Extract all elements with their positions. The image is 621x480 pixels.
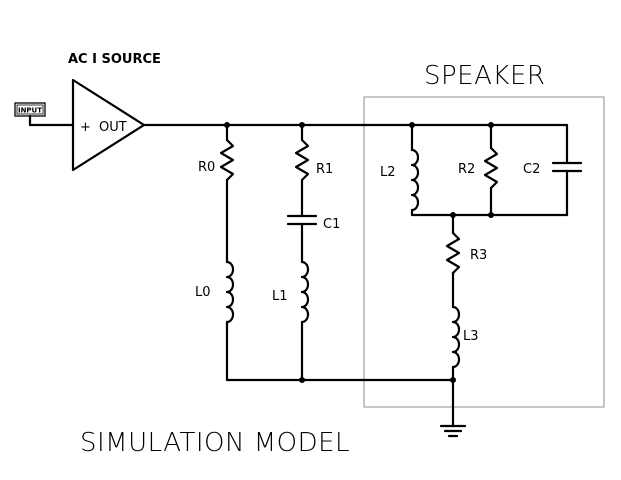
capacitor-c2 xyxy=(551,161,583,173)
label-r3: R3 xyxy=(470,248,487,263)
label-r2: R2 xyxy=(458,162,475,177)
label-l2: L2 xyxy=(380,165,396,180)
source-title: AC I SOURCE xyxy=(68,52,161,67)
speaker-enclosure xyxy=(363,96,605,408)
label-l1: L1 xyxy=(272,289,288,304)
branch-r0-l0: R0 L0 xyxy=(195,123,235,382)
inductor-l3 xyxy=(451,305,461,369)
resistor-r0 xyxy=(219,138,235,182)
label-c1: C1 xyxy=(323,217,340,232)
resistor-r2 xyxy=(483,146,499,190)
source-plus: + xyxy=(80,120,91,135)
inductor-l2 xyxy=(410,148,420,212)
resistor-r1 xyxy=(294,138,310,182)
ground-icon xyxy=(439,378,467,438)
source-out: OUT xyxy=(99,120,127,135)
inductor-l1 xyxy=(300,260,310,324)
speaker-title: SPEAKER xyxy=(424,61,545,91)
speaker-r2: R2 xyxy=(458,123,499,217)
speaker-l2: L2 xyxy=(380,123,420,217)
label-l3: L3 xyxy=(463,329,479,344)
label-r0: R0 xyxy=(198,160,215,175)
ac-source: AC I SOURCE + OUT xyxy=(68,52,161,172)
diagram-title: SIMULATION MODEL xyxy=(80,428,350,458)
input-label: INPUT xyxy=(18,107,42,115)
label-l0: L0 xyxy=(195,285,211,300)
junction-dot xyxy=(299,377,305,383)
label-c2: C2 xyxy=(523,162,540,177)
capacitor-c1 xyxy=(286,214,318,226)
junction-dot xyxy=(488,212,494,218)
input-connector: INPUT xyxy=(14,102,75,127)
speaker-c2: C2 xyxy=(523,123,583,217)
speaker-r3-l3: R3 L3 xyxy=(445,213,487,382)
branch-r1-c1-l1: R1 C1 L1 xyxy=(272,123,340,382)
resistor-r3 xyxy=(445,231,461,275)
inductor-l0 xyxy=(225,260,235,324)
label-r1: R1 xyxy=(316,162,333,177)
